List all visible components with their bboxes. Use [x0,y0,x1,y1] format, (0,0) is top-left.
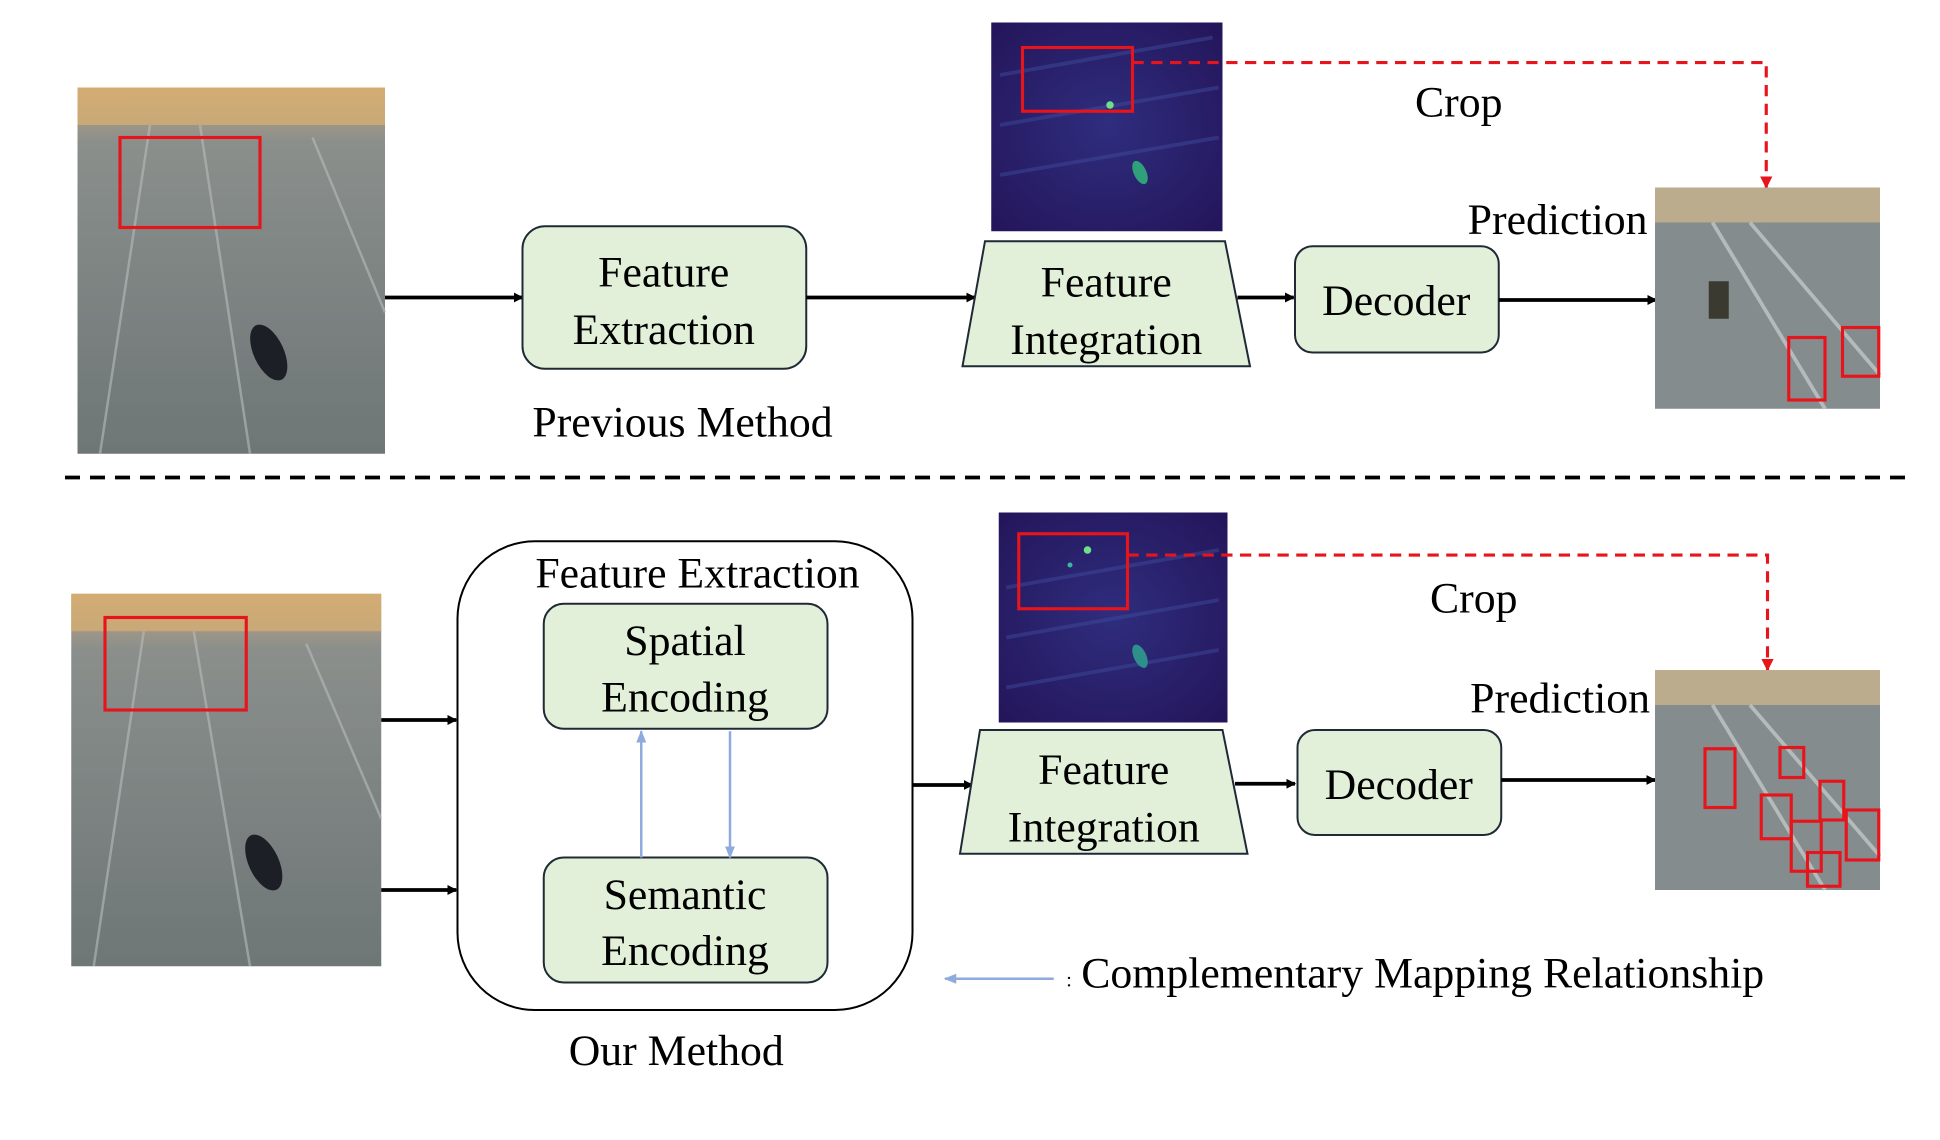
legend-separator: : [1066,969,1072,991]
label: Integration [1010,316,1202,364]
legend-label: Complementary Mapping Relationship [1081,950,1764,998]
prediction-image-bottom [1655,670,1882,891]
decoder-block-top: Decoder [1294,245,1500,354]
prediction-image-top [1655,187,1882,410]
detection-box [1703,747,1737,810]
caption-our-method: Our Method [569,1027,784,1075]
label: Encoding [601,673,769,721]
detection-box [1844,808,1881,862]
label: Extraction [573,306,755,354]
feature-extraction-block-bottom: Feature Extraction Spatial Encoding Sema… [456,540,914,1011]
label: Feature [1038,746,1169,794]
label: Integration [1008,803,1200,851]
detection-box [1778,745,1806,780]
feature-extraction-title: Feature Extraction [535,550,859,598]
heatmap-top [991,22,1223,232]
detection-box [1787,335,1827,402]
legend: : Complementary Mapping Relationship [943,950,1764,998]
detection-box [1840,325,1881,378]
decoder-block-bottom: Decoder [1296,729,1503,836]
label: Spatial [624,617,746,665]
detection-box [1805,850,1842,888]
detection-box [1818,779,1846,822]
crop-box [1020,45,1135,113]
feature-extraction-block-top: Feature Extraction [521,225,808,370]
prediction-label: Prediction [1470,675,1650,723]
label: Decoder [1322,277,1471,325]
crop-arrow [1127,553,1774,672]
label: Feature [1041,258,1172,306]
crop-label: Crop [1415,78,1503,126]
spatial-encoding-block: Spatial Encoding [542,602,829,730]
input-image-top [77,87,387,454]
label: Semantic [604,871,767,919]
crop-box [1017,532,1130,611]
input-image-bottom [71,593,383,967]
region-box [118,135,262,230]
crop-label: Crop [1430,575,1518,623]
label: Feature [598,248,729,296]
caption-previous-method: Previous Method [532,398,832,446]
semantic-encoding-block: Semantic Encoding [542,856,829,984]
feature-integration-block-top: Feature Integration [961,240,1252,368]
feature-integration-block-bottom: Feature Integration [958,729,1249,855]
crop-arrow [1132,60,1773,189]
heatmap-bottom [998,512,1228,723]
region-box [103,615,248,712]
label: Decoder [1325,761,1474,809]
label: Encoding [601,927,769,975]
detection-box [1759,793,1793,841]
prediction-label: Prediction [1468,196,1648,244]
